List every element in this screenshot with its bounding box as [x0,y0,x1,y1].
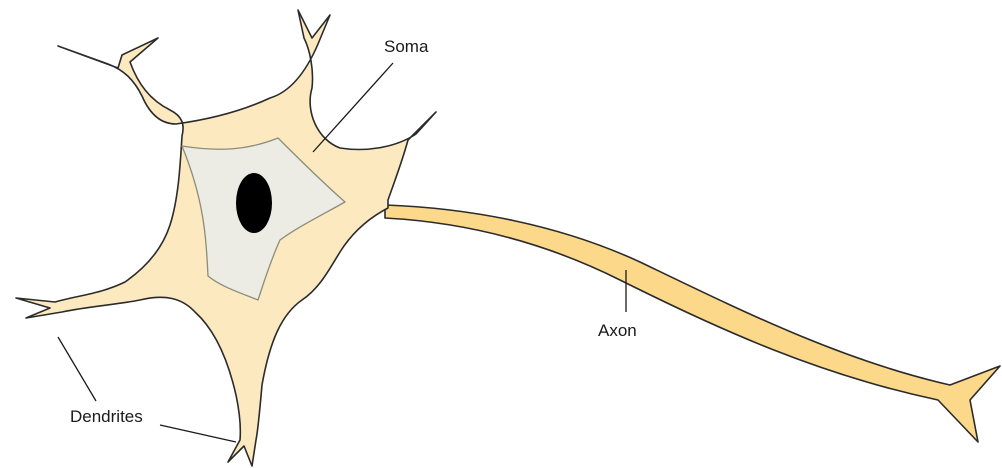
dendrites-leader-line-bottom [160,425,236,442]
dendrites-leader-line-left [58,337,96,401]
axon-label: Axon [598,321,637,340]
nucleolus [236,173,272,233]
soma-leader-line [313,63,393,152]
dendrites-label: Dendrites [70,407,143,426]
axon [385,205,1000,442]
soma-label: Soma [384,37,429,56]
